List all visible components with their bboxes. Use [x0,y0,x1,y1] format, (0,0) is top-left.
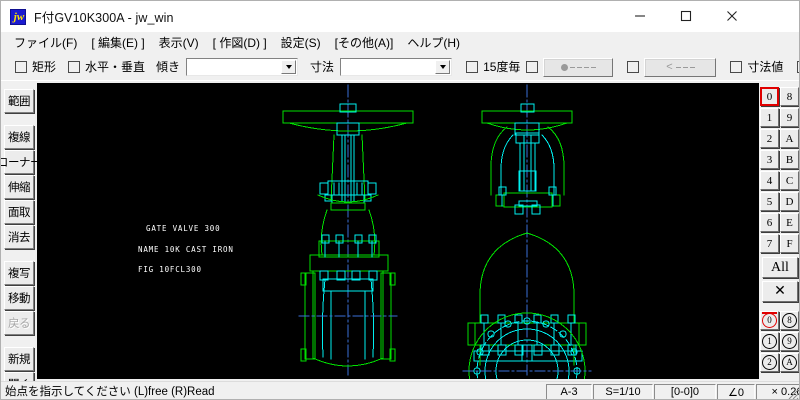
status-scale[interactable]: S=1/10 [593,384,653,399]
menu-edit[interactable]: [ 編集(E) ] [91,35,145,50]
group-button-0[interactable]: 0 [760,311,779,330]
layer-button-0[interactable]: 0 [760,87,779,106]
drawing-label-title: GATE VALVE 300 [146,224,220,233]
lt-checkbox[interactable] [797,61,799,73]
deg15-label: 15度毎 [483,60,521,74]
arrow-checkbox[interactable] [627,61,640,73]
arrow-dashed-icon: < [666,61,695,73]
layer-button-7[interactable]: 7 [760,234,779,253]
layer-button-d[interactable]: D [780,192,799,211]
menu-draw[interactable]: [ 作図(D) ] [212,35,267,50]
drawing-canvas[interactable]: GATE VALVE 300 NAME 10K CAST IRON FIG 10… [37,83,759,379]
minimize-button[interactable] [617,1,663,31]
left-toolbar: 範囲 複線 コーナー 伸縮 面取 消去 複写 移動 戻る 新規 開く 上書 [1,83,42,399]
cad-drawing: GATE VALVE 300 NAME 10K CAST IRON FIG 10… [138,84,592,379]
status-bar: 始点を指示してください (L)free (R)Read A-3 S=1/10 [… [1,381,799,400]
status-angle[interactable]: ∠0 [717,384,755,399]
group-label-8: 8 [782,313,797,328]
drawing-label-name: NAME 10K CAST IRON [138,245,234,254]
menu-settings[interactable]: 設定(S) [280,35,321,50]
layer-all-button[interactable]: All [762,257,798,278]
layer-button-b[interactable]: B [780,150,799,169]
tool-range[interactable]: 範囲 [4,89,34,113]
title-bar: F付GV10K300A - jw_win [1,1,799,32]
valve-front-view [282,84,414,376]
dimvalue-checkbox[interactable] [730,61,743,73]
layer-button-9[interactable]: 9 [780,108,799,127]
jw-app-icon [10,8,27,26]
horizontal-vertical-label: 水平・垂直 [85,60,146,74]
menu-help[interactable]: ヘルプ(H) [407,35,461,50]
group-label-2: 2 [762,355,777,370]
tool-erase[interactable]: 消去 [4,225,34,249]
group-button-a[interactable]: A [780,353,799,372]
drawing-label-fig: FIG 10FCL300 [138,265,202,274]
resize-grip-icon[interactable] [785,386,799,400]
maximize-button[interactable] [663,1,709,31]
linetype-button[interactable] [543,57,614,77]
status-papersize[interactable]: A-3 [546,384,592,399]
horizontal-vertical-checkbox[interactable] [68,61,81,73]
layer-button-4[interactable]: 4 [760,171,779,190]
tool-copy[interactable]: 複写 [4,261,34,285]
tool-undo[interactable]: 戻る [4,311,34,335]
group-label-9: 9 [782,334,797,349]
chevron-down-icon[interactable] [435,60,451,74]
chevron-down-icon[interactable] [281,60,297,74]
status-zoom[interactable]: × 0.26 [756,384,799,399]
tool-corner[interactable]: コーナー [1,150,42,174]
dimension-combo[interactable] [340,58,453,76]
menu-view[interactable]: 表示(V) [158,35,199,50]
menu-file[interactable]: ファイル(F) [14,35,78,50]
group-button-8[interactable]: 8 [780,311,799,330]
group-button-9[interactable]: 9 [780,332,799,351]
rect-label: 矩形 [32,60,57,74]
tool-chamfer[interactable]: 面取 [4,200,34,224]
layer-palette: 0 8 1 9 2 A 3 B 4 C 5 D 6 E 7 F All ✕ 0 … [759,83,799,379]
layer-button-1[interactable]: 1 [760,108,779,127]
window-title: F付GV10K300A - jw_win [34,11,174,25]
tool-parallel[interactable]: 複線 [4,125,34,149]
layer-button-e[interactable]: E [780,213,799,232]
menu-bar: ファイル(F) [ 編集(E) ] 表示(V) [ 作図(D) ] 設定(S) … [1,32,799,54]
layer-button-6[interactable]: 6 [760,213,779,232]
group-label-0: 0 [762,313,777,328]
tool-trim[interactable]: 伸縮 [4,175,34,199]
dimvalue-label: 寸法値 [747,60,784,74]
layer-button-f[interactable]: F [780,234,799,253]
slope-label: 傾き [156,60,181,74]
layer-button-5[interactable]: 5 [760,192,779,211]
slope-combo[interactable] [186,58,299,76]
layer-button-2[interactable]: 2 [760,129,779,148]
layer-button-3[interactable]: 3 [760,150,779,169]
group-button-2[interactable]: 2 [760,353,779,372]
menu-other[interactable]: [その他(A)] [334,35,394,50]
options-toolbar: 矩形 水平・垂直 傾き 寸法 15度毎 < 寸法値 < [1,54,799,81]
layer-button-c[interactable]: C [780,171,799,190]
valve-side-view [462,84,592,379]
status-message: 始点を指示してください (L)free (R)Read [5,386,215,398]
dashed-line-icon [560,63,596,71]
rect-checkbox[interactable] [15,61,27,73]
deg15-checkbox[interactable] [466,61,479,73]
group-label-1: 1 [762,334,777,349]
linetype-checkbox[interactable] [526,61,539,73]
layer-button-8[interactable]: 8 [780,87,799,106]
layer-close-button[interactable]: ✕ [762,281,798,302]
group-label-a: A [782,355,797,370]
tool-new[interactable]: 新規 [4,347,34,371]
close-button[interactable] [709,1,755,31]
group-button-1[interactable]: 1 [760,332,779,351]
arrow-style-button[interactable]: < [644,57,717,77]
status-layer[interactable]: [0-0]0 [654,384,716,399]
dimension-label: 寸法 [310,60,335,74]
layer-button-a[interactable]: A [780,129,799,148]
tool-move[interactable]: 移動 [4,286,34,310]
